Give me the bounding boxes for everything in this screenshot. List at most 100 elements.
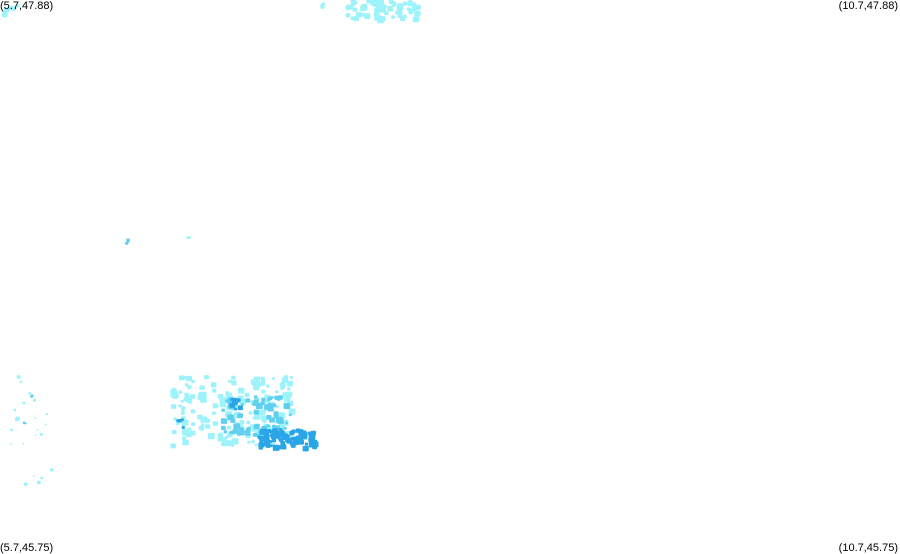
intensity-cell	[362, 6, 368, 11]
intensity-cell	[407, 2, 410, 5]
intensity-cell	[22, 401, 26, 405]
intensity-cell	[13, 408, 17, 412]
intensity-cell	[180, 399, 184, 403]
intensity-cell	[252, 416, 256, 420]
intensity-cell	[254, 443, 258, 447]
intensity-cell	[200, 416, 208, 423]
intensity-cell	[266, 424, 270, 428]
intensity-cell	[368, 0, 372, 2]
intensity-cell	[409, 3, 413, 7]
intensity-cell	[205, 424, 211, 429]
intensity-cell	[374, 8, 380, 14]
intensity-cell	[191, 422, 196, 426]
intensity-cell	[34, 434, 37, 437]
intensity-cell	[247, 440, 251, 444]
intensity-cell	[277, 395, 283, 400]
intensity-cell	[198, 425, 205, 431]
intensity-cell	[191, 379, 195, 384]
intensity-cell	[266, 384, 270, 388]
intensity-cell	[238, 395, 242, 399]
intensity-cell	[283, 427, 287, 430]
intensity-cell	[180, 418, 184, 422]
intensity-cell	[207, 433, 215, 440]
intensity-cell	[2, 12, 8, 18]
intensity-cell	[221, 425, 226, 431]
intensity-cell	[237, 413, 243, 419]
intensity-cell	[233, 429, 239, 434]
intensity-cell	[251, 440, 255, 444]
intensity-cell	[181, 409, 185, 413]
intensity-cell	[178, 390, 183, 394]
intensity-cell	[321, 2, 325, 6]
intensity-cell	[253, 384, 260, 391]
intensity-cell	[308, 434, 316, 441]
intensity-cell	[374, 15, 380, 21]
intensity-cell	[258, 445, 263, 450]
intensity-cell	[253, 423, 260, 430]
intensity-cell	[397, 13, 403, 19]
intensity-cell	[290, 436, 294, 440]
intensity-cell	[19, 380, 23, 383]
intensity-cell	[186, 375, 192, 382]
intensity-cell	[219, 401, 226, 408]
intensity-cell	[276, 416, 283, 423]
intensity-cell	[266, 415, 272, 420]
intensity-cell	[239, 419, 245, 425]
intensity-cell	[269, 444, 273, 448]
intensity-cell	[271, 403, 277, 408]
intensity-cell	[176, 419, 180, 423]
intensity-cell	[200, 385, 205, 390]
intensity-cell	[261, 389, 266, 394]
intensity-cell	[217, 394, 224, 399]
intensity-cell	[173, 417, 177, 421]
intensity-cell	[181, 425, 185, 429]
intensity-cell	[274, 390, 279, 394]
intensity-cell	[248, 411, 253, 415]
intensity-cell	[360, 5, 364, 9]
intensity-cell	[285, 421, 289, 425]
intensity-cell	[212, 403, 219, 409]
intensity-cell	[225, 399, 229, 403]
intensity-cell	[260, 376, 265, 381]
intensity-cell	[223, 430, 228, 434]
intensity-cell	[231, 438, 239, 445]
intensity-cell	[178, 404, 182, 408]
intensity-cell	[372, 1, 378, 7]
intensity-cell	[282, 392, 289, 398]
intensity-cell	[396, 7, 403, 12]
intensity-cell	[257, 435, 262, 440]
intensity-cell	[408, 10, 414, 15]
intensity-cell	[260, 381, 265, 386]
intensity-cell	[210, 382, 217, 388]
intensity-cell	[39, 433, 43, 436]
intensity-cell	[412, 16, 420, 23]
intensity-cell	[220, 418, 228, 424]
intensity-cell	[229, 403, 233, 407]
intensity-cell	[403, 1, 408, 6]
intensity-cell	[348, 5, 354, 10]
intensity-cell	[288, 408, 296, 415]
intensity-cell	[253, 395, 258, 399]
intensity-cell	[260, 401, 265, 406]
intensity-cell	[271, 438, 277, 443]
intensity-cell	[388, 0, 394, 4]
intensity-cell	[221, 408, 225, 412]
intensity-cell	[253, 376, 261, 383]
intensity-cell	[245, 398, 251, 403]
intensity-cell	[227, 425, 232, 430]
intensity-cell	[221, 436, 227, 442]
intensity-cell	[289, 376, 293, 379]
intensity-cell	[32, 398, 36, 402]
intensity-cell	[283, 402, 291, 409]
intensity-cell	[181, 419, 189, 426]
intensity-cell	[231, 400, 236, 405]
intensity-cell	[279, 438, 284, 443]
intensity-cell	[49, 468, 54, 472]
intensity-cell	[392, 1, 397, 5]
intensity-cell	[258, 409, 266, 416]
intensity-cell	[414, 11, 418, 15]
intensity-cell	[16, 375, 21, 379]
intensity-cell	[229, 430, 234, 435]
